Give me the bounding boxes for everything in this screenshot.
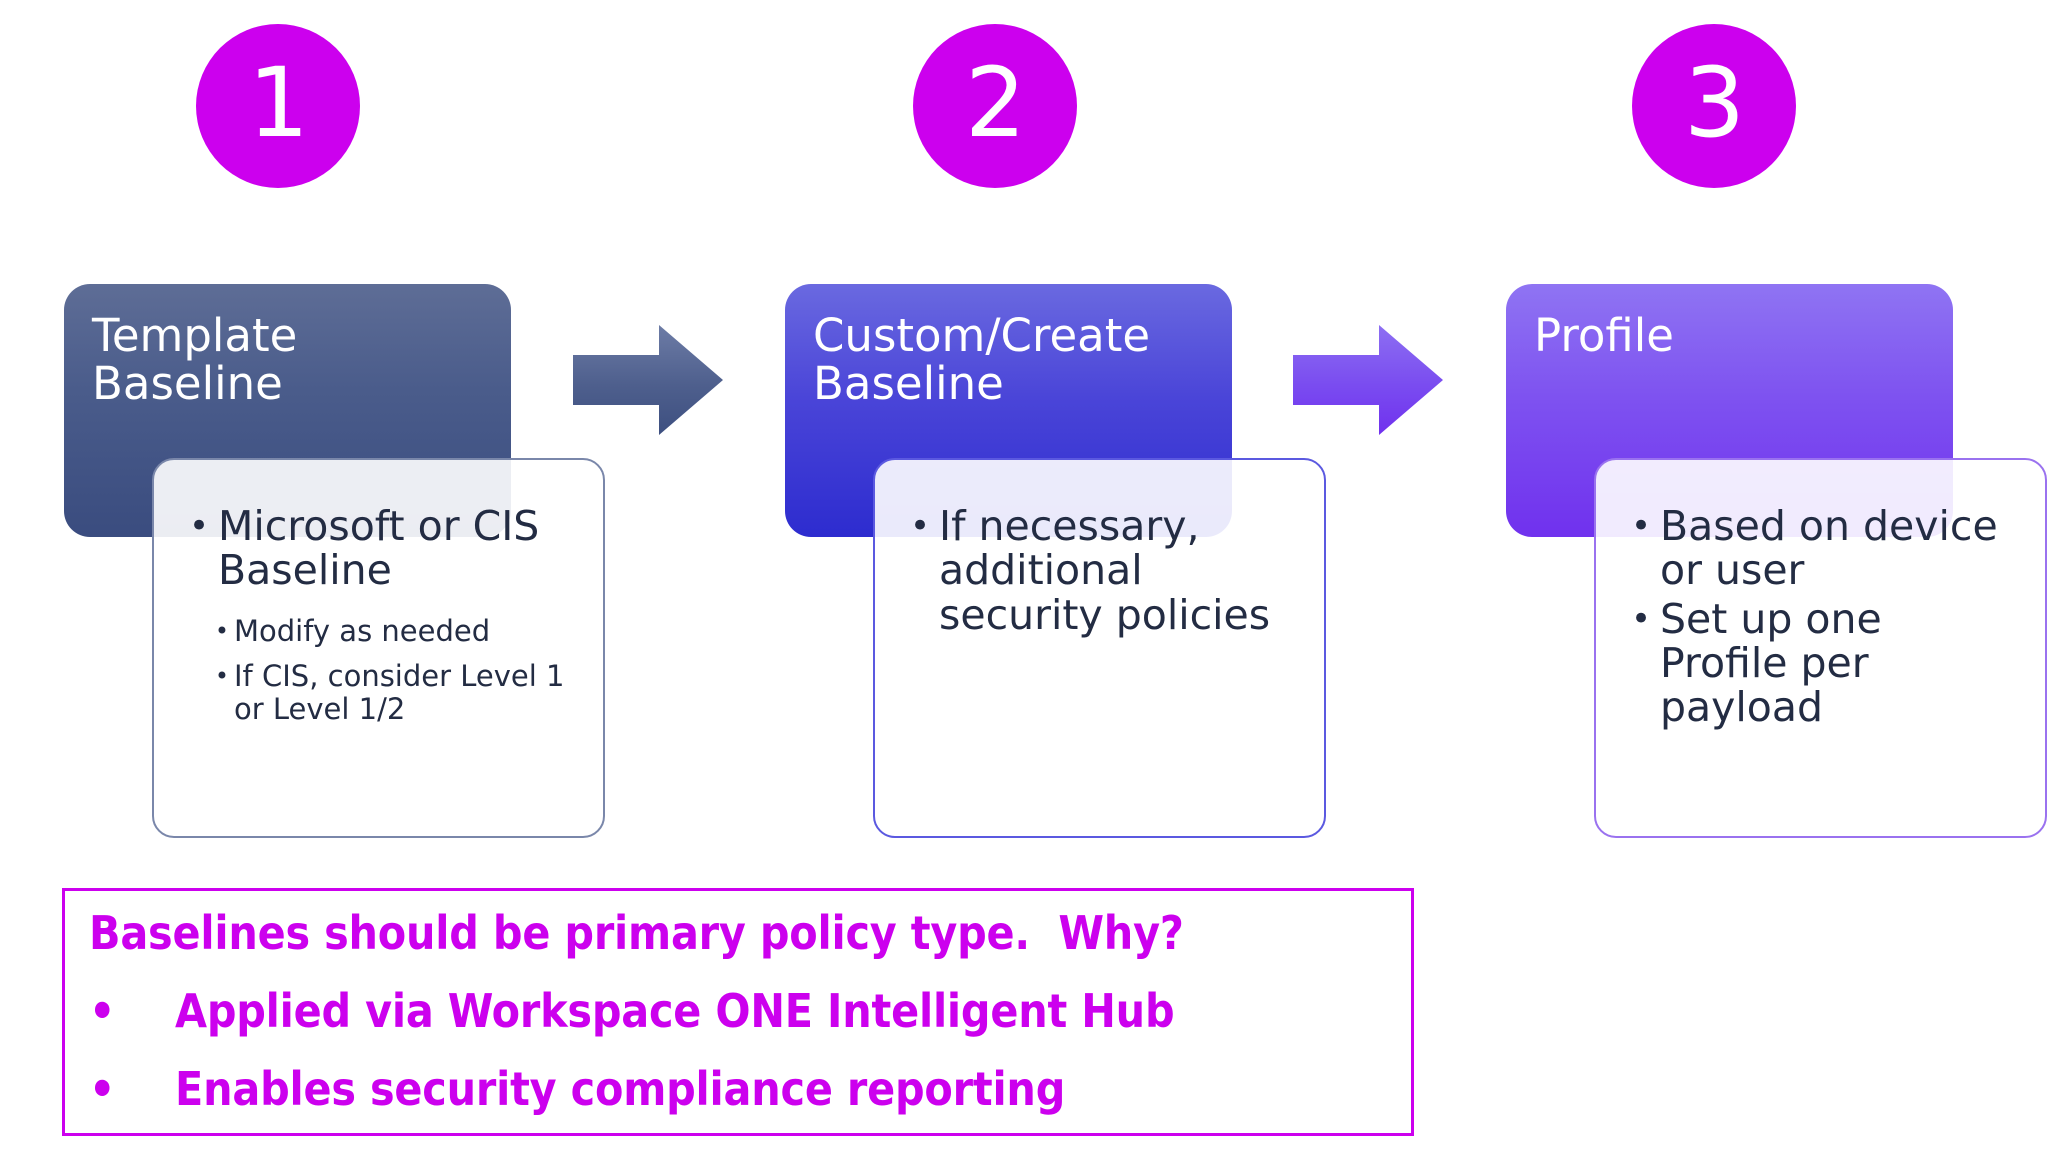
bullet-dot-icon: • — [909, 506, 931, 546]
bullet-dot-icon: • — [188, 506, 210, 546]
list-item: • Applied via Workspace ONE Intelligent … — [89, 983, 1387, 1041]
bullet-list-3: • Based on device or user • Set up one P… — [1622, 504, 2019, 729]
list-item: • Microsoft or CIS Baseline — [180, 504, 577, 593]
list-item-label: Set up one Profile per payload — [1660, 594, 1882, 732]
stage-card-title-3: Profile — [1534, 309, 1674, 362]
list-item-label: If necessary, additional security polici… — [939, 502, 1271, 639]
list-item: • Set up one Profile per payload — [1622, 594, 2019, 732]
list-item-label: Enables security compliance reporting — [175, 1061, 1066, 1116]
bullet-dot-icon: • — [1630, 598, 1652, 639]
list-item: • Modify as needed — [210, 613, 577, 648]
list-item-label: Modify as needed — [234, 613, 491, 648]
list-item-label: Applied via Workspace ONE Intelligent Hu… — [175, 983, 1175, 1038]
stage-card-title-2: Custom/Create Baseline — [813, 309, 1151, 410]
list-item-label: Based on device or user — [1660, 502, 1998, 595]
list-item: • If necessary, additional security poli… — [901, 504, 1298, 637]
list-item: • If CIS, consider Level 1 or Level 1/2 — [210, 658, 577, 726]
arrow-right-icon-step1-to-step2 — [573, 325, 723, 435]
callout-heading: Baselines should be primary policy type.… — [89, 906, 1184, 960]
bullet-dot-icon: • — [214, 661, 230, 690]
bullet-dot-icon: • — [214, 616, 230, 645]
bullet-dot-icon: • — [89, 1061, 116, 1116]
stage-card-title-1: Template Baseline — [92, 309, 298, 410]
step-number-badge-1: 1 — [196, 24, 360, 188]
callout-box-baselines: Baselines should be primary policy type.… — [62, 888, 1414, 1136]
detail-box-custom-create-baseline: • If necessary, additional security poli… — [873, 458, 1326, 838]
step-number-badge-3: 3 — [1632, 24, 1796, 188]
list-item-label: If CIS, consider Level 1 or Level 1/2 — [234, 658, 565, 726]
list-item: • Based on device or user — [1622, 504, 2019, 593]
step-number-label-3: 3 — [1683, 47, 1745, 159]
list-item-label: Microsoft or CIS Baseline — [218, 502, 540, 595]
detail-box-profile: • Based on device or user • Set up one P… — [1594, 458, 2047, 838]
list-item: • Enables security compliance reporting — [89, 1061, 1387, 1119]
bullet-dot-icon: • — [1630, 506, 1652, 546]
step-number-badge-2: 2 — [913, 24, 1077, 188]
bullet-list-2: • If necessary, additional security poli… — [901, 504, 1298, 637]
detail-box-template-baseline: • Microsoft or CIS Baseline • Modify as … — [152, 458, 605, 838]
sub-bullet-list-1: • Modify as needed • If CIS, consider Le… — [180, 613, 577, 726]
arrow-right-icon-step2-to-step3 — [1293, 325, 1443, 435]
bullet-dot-icon: • — [89, 983, 116, 1038]
step-number-label-2: 2 — [964, 47, 1026, 159]
bullet-list-1: • Microsoft or CIS Baseline — [180, 504, 577, 593]
step-number-label-1: 1 — [247, 47, 309, 159]
